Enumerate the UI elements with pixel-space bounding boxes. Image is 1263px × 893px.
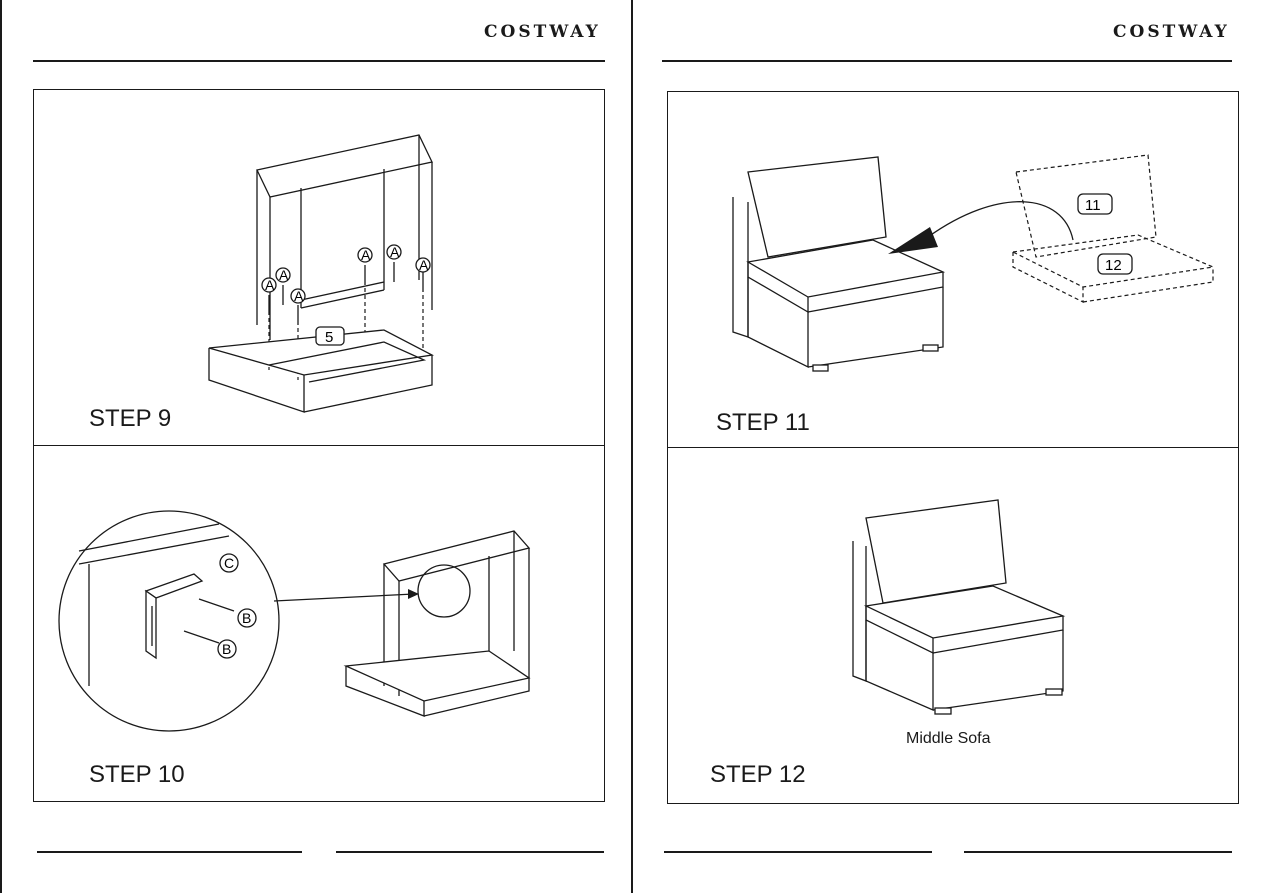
- back-cushion: [865, 499, 1007, 604]
- hardware-tag-a: A: [390, 244, 400, 260]
- left-page: COSTWAY: [33, 22, 605, 853]
- header-rule: [662, 60, 1232, 62]
- step-11-panel: 11 12 STEP 11: [667, 91, 1239, 448]
- bracket-c: [144, 573, 204, 599]
- page-edge: [0, 0, 2, 893]
- part-tag-11-label: 11: [1085, 197, 1101, 214]
- detail-zoom-circle: [58, 510, 280, 732]
- header-rule: [33, 60, 605, 62]
- hardware-tag-c: C: [224, 555, 234, 571]
- step-12-label: STEP 12: [710, 761, 806, 788]
- footer-rule-left: [664, 851, 932, 853]
- product-caption: Middle Sofa: [906, 730, 991, 747]
- right-page: COSTWAY 11 12 STE: [634, 0, 1263, 893]
- step-10-label: STEP 10: [89, 761, 185, 788]
- brand-logo: COSTWAY: [484, 22, 601, 42]
- part-tag-5-label: 5: [325, 329, 333, 346]
- step-9-panel: A A A A A A 5 STEP 9: [33, 89, 605, 446]
- step-12-diagram: [852, 499, 1066, 715]
- step-11-label: STEP 11: [716, 409, 810, 436]
- step-9-diagram: A A A A A A 5: [208, 134, 435, 413]
- part-tag-12: [1097, 253, 1133, 275]
- step-9-label: STEP 9: [89, 405, 172, 432]
- brand-logo: COSTWAY: [1113, 22, 1230, 42]
- hardware-tag-b: B: [242, 610, 251, 626]
- part-tag-11: [1077, 193, 1113, 215]
- hardware-tag-a: A: [294, 288, 304, 304]
- hardware-tag-a: A: [265, 277, 275, 293]
- back-cushion: [747, 156, 887, 258]
- hardware-tag-a: A: [361, 247, 371, 263]
- footer-rule-right: [964, 851, 1232, 853]
- part-tag-5: [315, 326, 345, 346]
- footer-rule-right: [336, 851, 604, 853]
- step-11-diagram: 11 12: [732, 154, 1216, 372]
- step-10-panel: C B B STEP 10: [33, 445, 605, 802]
- hardware-tag-a: A: [279, 267, 289, 283]
- footer-rule-left: [37, 851, 302, 853]
- step-12-panel: Middle Sofa STEP 12: [667, 447, 1239, 804]
- part-tag-12-label: 12: [1105, 257, 1122, 274]
- step-10-diagram: C B B: [58, 510, 531, 732]
- hardware-tag-a: A: [419, 257, 429, 273]
- page-divider: [631, 0, 633, 893]
- hardware-tag-b: B: [222, 641, 231, 657]
